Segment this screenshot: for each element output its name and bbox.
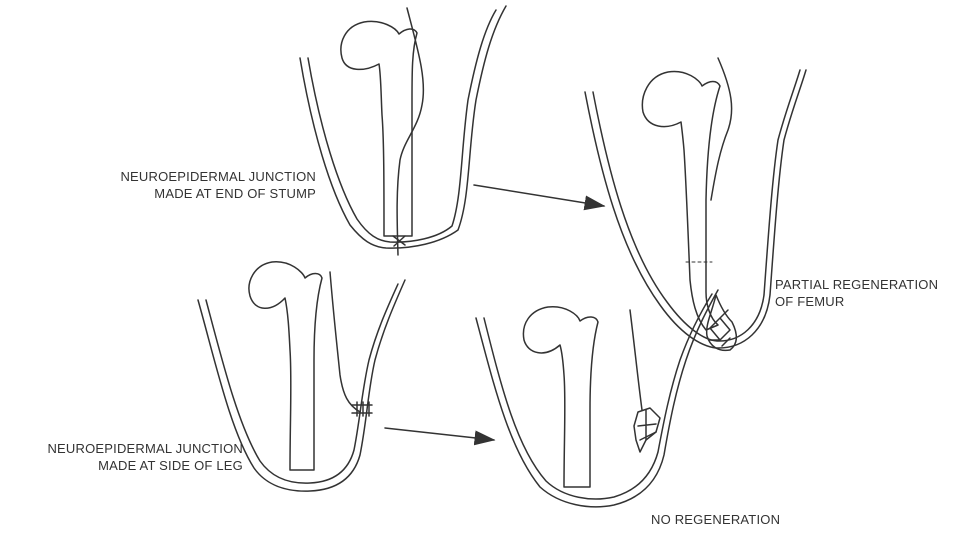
femur-bone [341, 21, 417, 236]
label-side-junction: NEUROEPIDERMAL JUNCTION MADE AT SIDE OF … [47, 440, 243, 474]
label-partial-regeneration: PARTIAL REGENERATION OF FEMUR [775, 276, 938, 310]
skin-outer-line [300, 6, 506, 248]
label-line: PARTIAL REGENERATION [775, 276, 938, 293]
femur-bone [523, 307, 598, 487]
femur-bone [642, 71, 720, 330]
arrow-top [474, 185, 604, 206]
femur-bone [249, 262, 322, 470]
panel-no-regeneration [476, 290, 718, 507]
label-line: MADE AT END OF STUMP [120, 185, 316, 202]
label-line: MADE AT SIDE OF LEG [47, 457, 243, 474]
panel-partial-regeneration [585, 58, 806, 350]
label-end-junction: NEUROEPIDERMAL JUNCTION MADE AT END OF S… [120, 168, 316, 202]
scar-tissue [634, 408, 660, 452]
panel-end-junction-before [300, 6, 506, 255]
skin-inner-line [308, 10, 496, 242]
nerve-line [330, 272, 360, 412]
label-line: NEUROEPIDERMAL JUNCTION [47, 440, 243, 457]
nerve-line [630, 310, 642, 410]
nerve-line [711, 58, 732, 200]
label-line: NO REGENERATION [651, 511, 780, 528]
label-line: NEUROEPIDERMAL JUNCTION [120, 168, 316, 185]
skin-outer-line [476, 290, 718, 507]
arrow-bottom [385, 428, 494, 440]
skin-outer-line [585, 70, 806, 348]
nerve-line [397, 8, 423, 255]
label-no-regeneration: NO REGENERATION [651, 511, 780, 528]
label-line: OF FEMUR [775, 293, 938, 310]
